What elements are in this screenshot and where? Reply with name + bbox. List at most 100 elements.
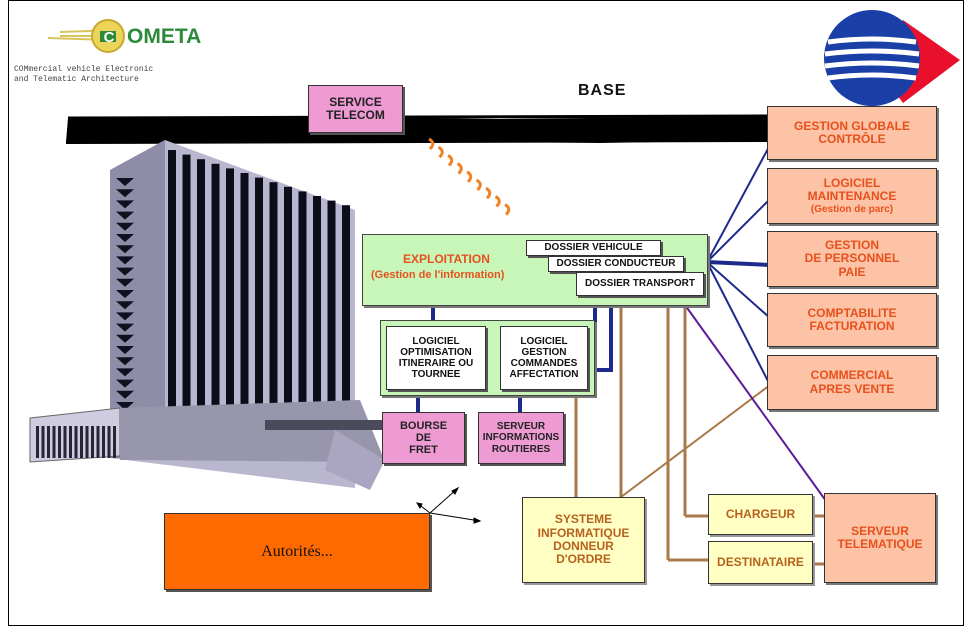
- building-window-column: [240, 173, 249, 408]
- logiciel-gestion-line: LOGICIEL: [520, 335, 568, 347]
- building-triangle-mark: [116, 357, 134, 366]
- exploitation-box: EXPLOITATION (Gestion de l'information) …: [362, 234, 708, 306]
- telecom-wave-arc: [504, 203, 511, 216]
- building-triangle-mark: [116, 178, 134, 186]
- autorites-box: Autorités...: [164, 513, 430, 590]
- building-window-column: [197, 159, 205, 408]
- telecom-wave-arc: [447, 154, 454, 167]
- building-base-slat: [80, 426, 83, 458]
- exploitation-title: EXPLOITATION: [403, 252, 490, 266]
- purple-connector: [684, 304, 827, 502]
- building-base-slat: [113, 426, 116, 458]
- logiciel-gestion-line: GESTION: [521, 346, 567, 358]
- brown-connectors: [574, 305, 824, 566]
- base-bar: [65, 114, 771, 144]
- building-triangle-mark: [116, 222, 134, 231]
- building-window-column: [313, 196, 321, 408]
- logiciel-gestion-line: COMMANDES: [510, 358, 578, 369]
- service-telecom-box: SERVICE TELECOM: [308, 85, 403, 133]
- comptabilite-box: COMPTABILITE FACTURATION: [767, 293, 937, 347]
- systeme-informatique-line: SYSTEME: [554, 512, 613, 527]
- building-triangle-mark: [116, 267, 134, 276]
- serveur-informations-line: SERVEUR: [496, 421, 546, 433]
- bourse-fret-line: DE: [415, 431, 432, 444]
- dossier-vehicule-box: DOSSIER VEHICULE: [526, 240, 661, 256]
- building-base-slat: [47, 426, 50, 458]
- logo-brand: OMETA: [127, 25, 201, 48]
- comptabilite-line: FACTURATION: [809, 319, 895, 333]
- dossier-transport-box: DOSSIER TRANSPORT: [576, 272, 704, 296]
- logo-tagline-2: and Telematic Architecture: [14, 75, 139, 84]
- logiciel-optimisation-line: LOGICIEL: [412, 335, 460, 347]
- blue-sphere-icon: [824, 10, 920, 106]
- base-label: BASE: [578, 82, 627, 99]
- building-triangle-mark: [116, 312, 134, 321]
- chargeur-box: CHARGEUR: [708, 494, 813, 535]
- building-base-slat: [107, 426, 111, 458]
- building-triangle-mark: [116, 301, 134, 310]
- building-triangle-mark: [116, 368, 134, 377]
- logo-letter: C: [104, 29, 115, 46]
- building-triangle-mark: [116, 278, 134, 287]
- building-base-slat: [52, 426, 56, 458]
- serveur-informations-line: INFORMATIONS: [482, 432, 560, 444]
- gestion-personnel-box: GESTION DE PERSONNEL PAIE: [767, 231, 937, 287]
- building-window-column: [298, 191, 307, 408]
- logiciel-maintenance-box: LOGICIEL MAINTENANCE (Gestion de parc): [767, 168, 937, 224]
- building-base-slat: [102, 426, 105, 458]
- serveur-informations-box: SERVEUR INFORMATIONS ROUTIERES: [478, 412, 564, 464]
- building-triangle-mark: [116, 334, 134, 343]
- serveur-telematique-line: TELEMATIQUE: [837, 537, 923, 551]
- systeme-informatique-line: INFORMATIQUE: [537, 525, 630, 540]
- building-triangle-mark: [116, 189, 134, 198]
- truck-icon: [100, 31, 116, 42]
- building-window-column: [284, 186, 292, 408]
- telecom-wave-arc: [428, 137, 435, 151]
- logiciel-maintenance-line: (Gestion de parc): [810, 203, 894, 215]
- telecom-wave-icon: [428, 137, 511, 216]
- service-telecom-line: SERVICE: [329, 94, 382, 109]
- telecom-wave-arc: [494, 195, 501, 208]
- telecom-wave-arc: [466, 170, 473, 183]
- building-triangle-mark: [116, 211, 134, 220]
- emblem-logo: [824, 10, 960, 106]
- exploitation-subtitle: (Gestion de l'information): [371, 269, 505, 281]
- building-triangle-mark: [116, 234, 134, 242]
- building-triangle-mark: [116, 256, 134, 265]
- dossier-conducteur-box: DOSSIER CONDUCTEUR: [548, 256, 684, 272]
- authority-arrows: [415, 486, 482, 524]
- destinataire-box: DESTINATAIRE: [708, 541, 813, 584]
- telecom-wave-arc: [485, 186, 492, 200]
- building-window-column: [182, 154, 191, 408]
- building-window-column: [168, 150, 176, 408]
- systeme-informatique-line: DONNEUR: [553, 539, 614, 553]
- logiciel-maintenance-line: MAINTENANCE: [807, 189, 897, 204]
- gestion-globale-line: GESTION GLOBALE: [793, 118, 910, 133]
- building-window-column: [211, 163, 220, 408]
- gestion-personnel-line: DE PERSONNEL: [804, 251, 900, 266]
- logiciel-optimisation-box: LOGICIEL OPTIMISATION ITINERAIRE OU TOUR…: [386, 326, 486, 390]
- building-base-slat: [74, 426, 78, 458]
- serveur-telematique-box: SERVEUR TELEMATIQUE: [824, 493, 936, 583]
- building-base-slat: [91, 426, 94, 458]
- building-base-slat: [85, 426, 89, 458]
- building-window-column: [269, 182, 278, 408]
- office-building-illustration: [29, 140, 385, 490]
- building-base-slat: [69, 426, 72, 458]
- bourse-fret-line: FRET: [409, 444, 438, 457]
- building-triangle-mark: [116, 390, 134, 399]
- building-window-column: [226, 168, 234, 408]
- building-window-column: [327, 200, 336, 408]
- building-base-slat: [41, 426, 45, 458]
- commercial-line: APRES VENTE: [809, 381, 895, 396]
- building-triangle-mark: [116, 245, 134, 254]
- systeme-informatique-box: SYSTEME INFORMATIQUE DONNEUR D'ORDRE: [522, 497, 645, 583]
- building-base-slat: [58, 426, 61, 458]
- serveur-informations-line: ROUTIERES: [491, 443, 551, 455]
- cometa-logo: C OMETA COMmercial vehicle Electronic an…: [14, 19, 201, 84]
- comptabilite-line: COMPTABILITE: [807, 305, 897, 320]
- telecom-wave-arc: [475, 178, 482, 192]
- building-triangle-mark: [116, 346, 134, 354]
- logiciel-maintenance-line: LOGICIEL: [823, 175, 881, 190]
